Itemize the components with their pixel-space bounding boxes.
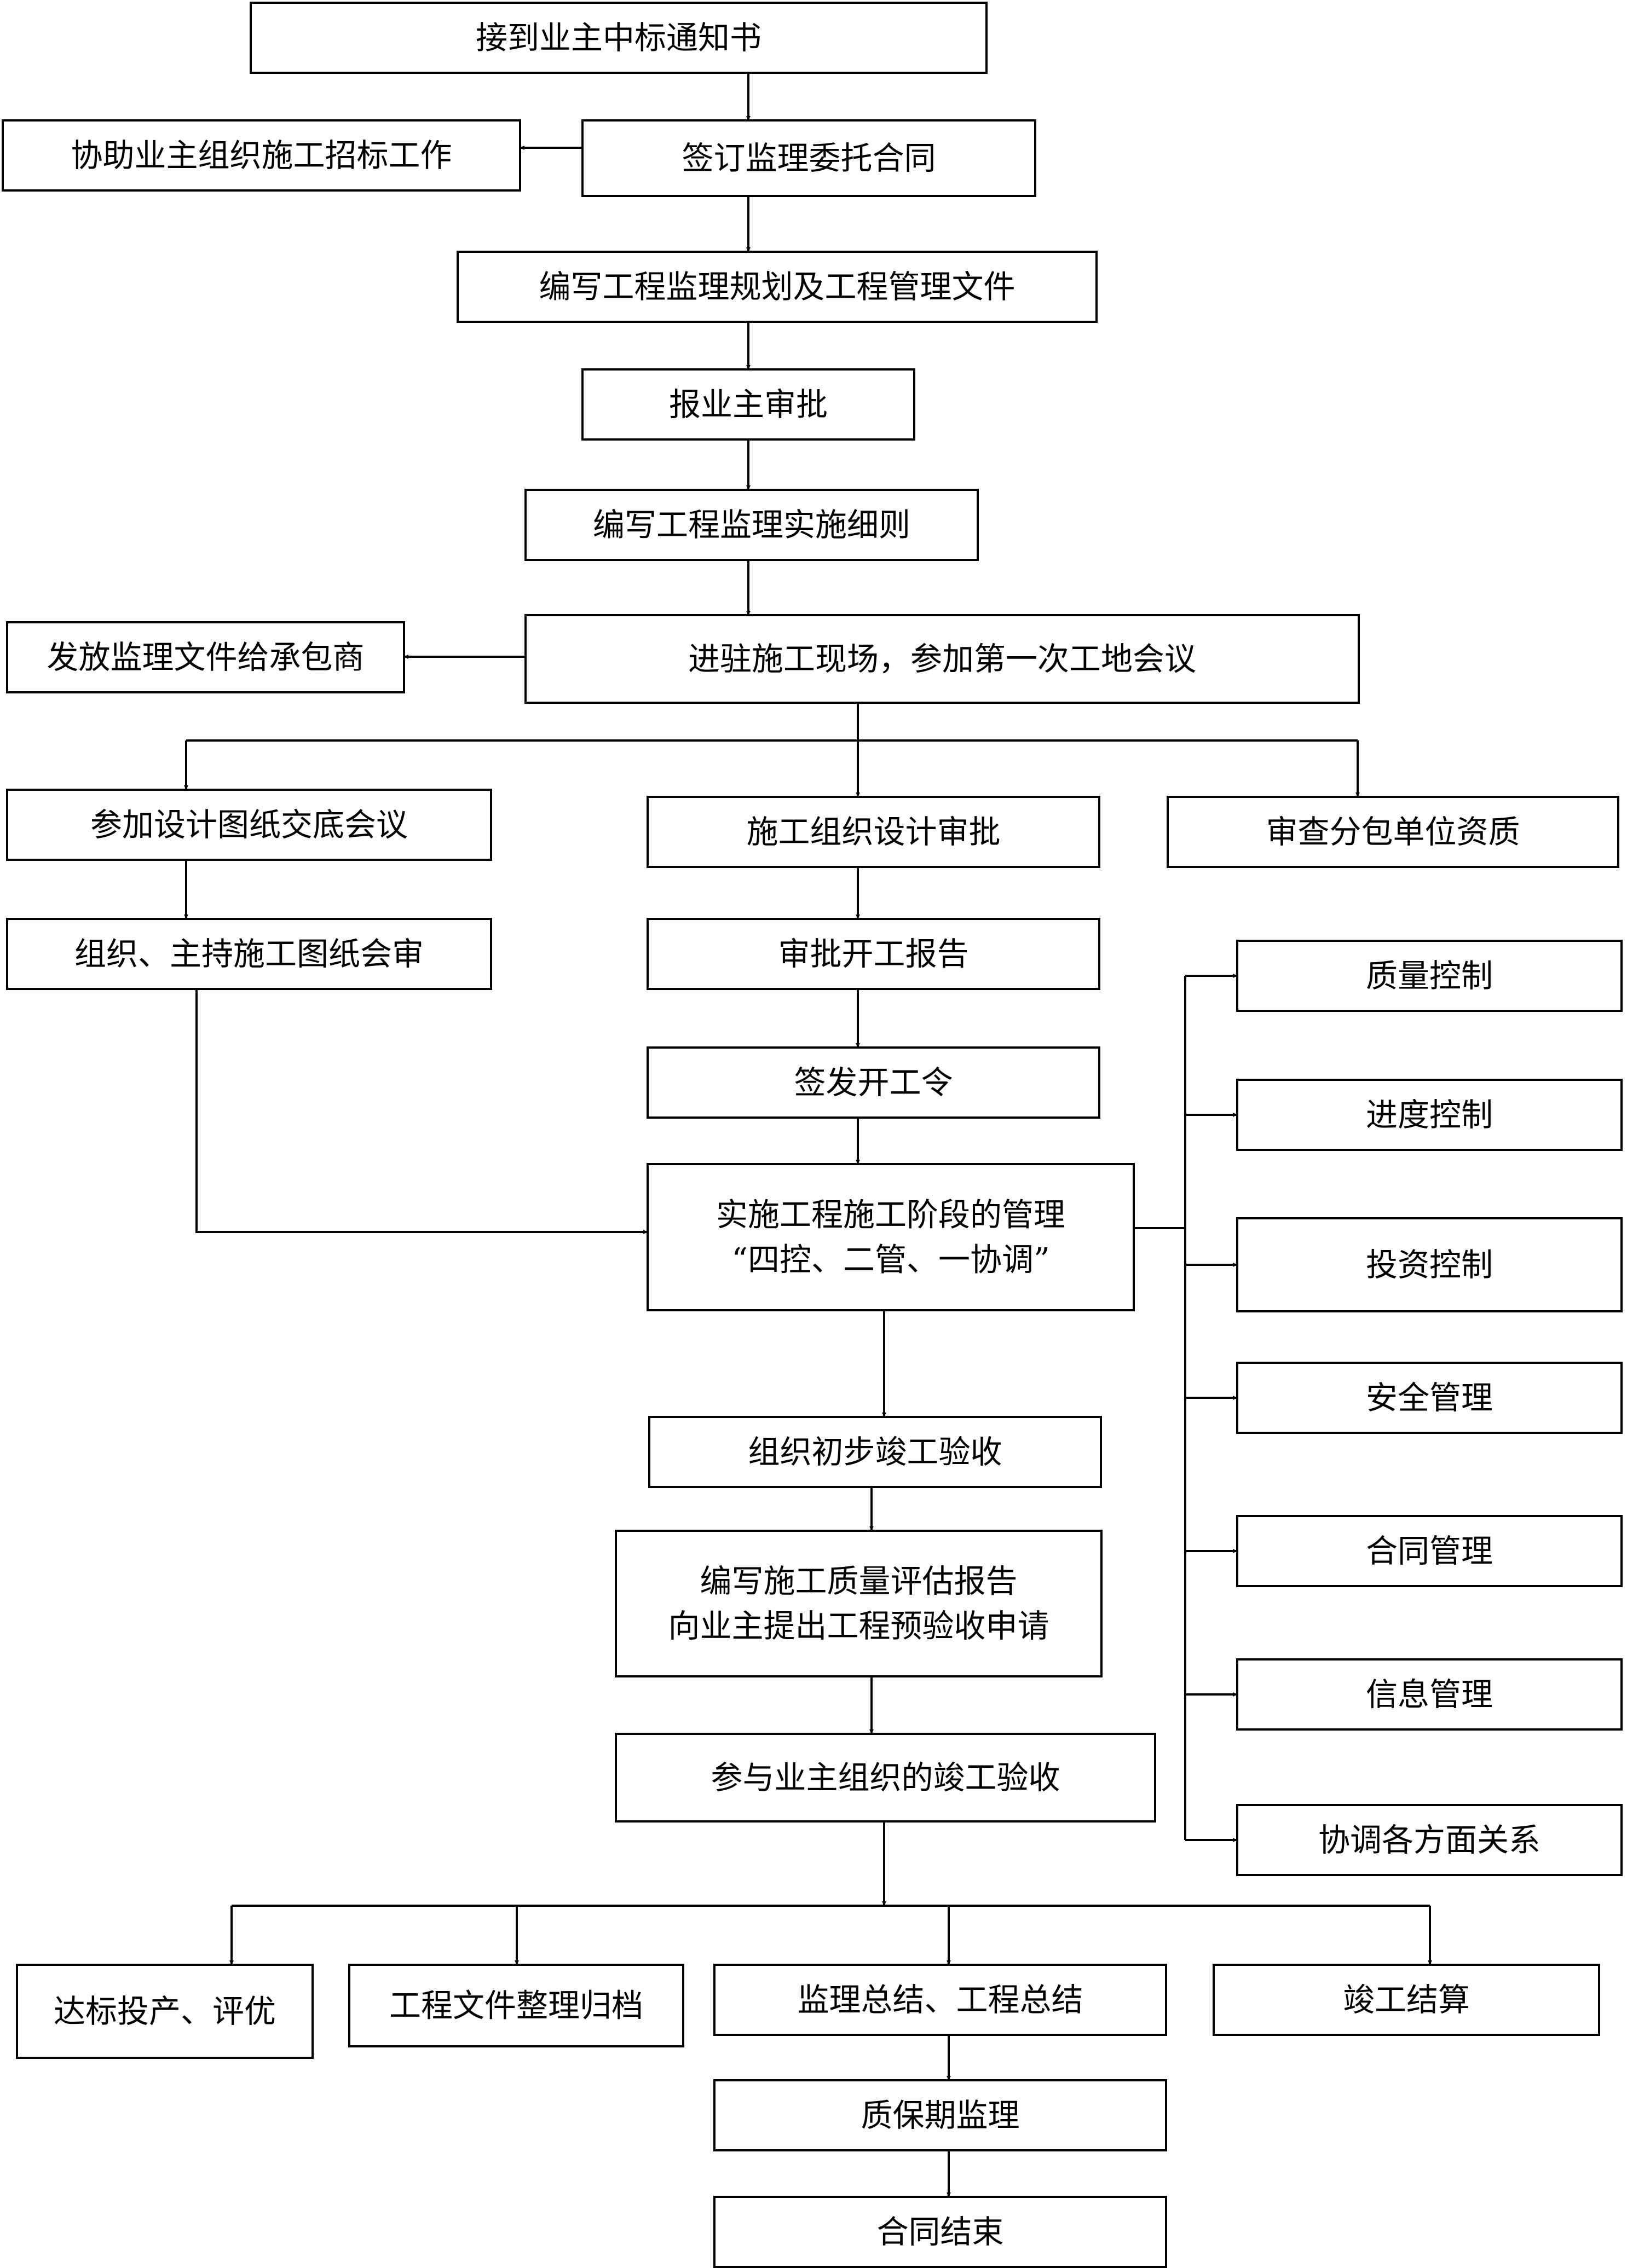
node-label: 信息管理 xyxy=(1366,1676,1493,1713)
node-manage: 实施工程施工阶段的管理 “四控、二管、一协调” xyxy=(647,1163,1135,1311)
node-label: 施工组织设计审批 xyxy=(746,813,1000,850)
node-design-mtg: 参加设计图纸交底会议 xyxy=(6,789,492,861)
node-start-rep: 审批开工报告 xyxy=(647,918,1100,990)
node-box xyxy=(1236,940,1623,1012)
node-box xyxy=(348,1964,684,2047)
node-label: “四控、二管、一协调” xyxy=(731,1241,1049,1278)
node-box xyxy=(647,1163,1135,1311)
node-box xyxy=(1236,1515,1623,1587)
node-box xyxy=(6,918,492,990)
node-drawing-rev: 组织、主持施工图纸会审 xyxy=(6,918,492,990)
node-box xyxy=(6,789,492,861)
node-box xyxy=(1236,1804,1623,1876)
node-box xyxy=(615,1530,1103,1677)
node-warranty: 质保期监理 xyxy=(713,2079,1167,2151)
node-box xyxy=(1167,796,1619,868)
node-box xyxy=(647,1046,1100,1119)
node-box xyxy=(1236,1362,1623,1434)
node-label: 组织初步竣工验收 xyxy=(748,1433,1002,1471)
node-distribute: 发放监理文件给承包商 xyxy=(6,621,405,693)
node-label: 实施工程施工阶段的管理 xyxy=(716,1196,1065,1234)
node-box xyxy=(615,1733,1156,1822)
node-label: 竣工结算 xyxy=(1343,1981,1470,2018)
node-box xyxy=(713,2196,1167,2268)
node-box xyxy=(713,2079,1167,2151)
node-box xyxy=(647,918,1100,990)
node-box xyxy=(2,119,521,192)
node-plan: 编写工程监理规划及工程管理文件 xyxy=(457,251,1098,323)
node-label: 进度控制 xyxy=(1366,1096,1493,1133)
node-label: 编写工程监理实施细则 xyxy=(593,506,910,543)
node-box xyxy=(1236,1658,1623,1731)
node-label: 审查分包单位资质 xyxy=(1266,813,1520,850)
node-label: 合同结束 xyxy=(876,2213,1003,2250)
node-box xyxy=(524,489,979,561)
node-label: 投资控制 xyxy=(1366,1246,1493,1283)
node-box xyxy=(1213,1964,1600,2036)
node-label: 合同管理 xyxy=(1366,1532,1493,1570)
node-label: 安全管理 xyxy=(1366,1379,1493,1416)
node-notice: 接到业主中标通知书 xyxy=(250,2,988,74)
node-label: 审批开工报告 xyxy=(778,935,968,973)
node-approve: 报业主审批 xyxy=(581,368,915,441)
node-box xyxy=(1236,1217,1623,1312)
node-invest: 投资控制 xyxy=(1236,1217,1623,1312)
node-safety: 安全管理 xyxy=(1236,1362,1623,1434)
node-label: 参与业主组织的竣工验收 xyxy=(711,1759,1060,1796)
node-label: 工程文件整理归档 xyxy=(389,1987,643,2024)
node-sub-qual: 审查分包单位资质 xyxy=(1167,796,1619,868)
node-box xyxy=(581,368,915,441)
node-summary: 监理总结、工程总结 xyxy=(713,1964,1167,2036)
node-label: 编写工程监理规划及工程管理文件 xyxy=(539,268,1015,305)
node-info: 信息管理 xyxy=(1236,1658,1623,1731)
node-coord: 协调各方面关系 xyxy=(1236,1804,1623,1876)
node-label: 编写施工质量评估报告 xyxy=(700,1563,1017,1600)
node-label: 协助业主组织施工招标工作 xyxy=(71,137,452,174)
node-start-order: 签发开工令 xyxy=(647,1046,1100,1119)
node-assist: 协助业主组织施工招标工作 xyxy=(2,119,521,192)
node-box xyxy=(250,2,988,74)
node-label: 签发开工令 xyxy=(794,1064,953,1101)
node-contract-m: 合同管理 xyxy=(1236,1515,1623,1587)
node-label: 协调各方面关系 xyxy=(1318,1821,1541,1859)
node-label: 监理总结、工程总结 xyxy=(797,1981,1083,2018)
node-quality: 质量控制 xyxy=(1236,940,1623,1012)
node-end: 合同结束 xyxy=(713,2196,1167,2268)
node-final: 参与业主组织的竣工验收 xyxy=(615,1733,1156,1822)
node-label: 进驻施工现场，参加第一次工地会议 xyxy=(688,640,1196,678)
node-label: 报业主审批 xyxy=(669,386,828,423)
node-box xyxy=(1236,1079,1623,1151)
node-box xyxy=(713,1964,1167,2036)
node-box xyxy=(648,1416,1102,1488)
node-label: 接到业主中标通知书 xyxy=(476,19,761,56)
node-box xyxy=(524,614,1360,704)
node-label: 签订监理委托合同 xyxy=(682,140,936,177)
node-label: 质量控制 xyxy=(1366,957,1493,994)
node-label: 组织、主持施工图纸会审 xyxy=(74,935,424,973)
node-enter: 进驻施工现场，参加第一次工地会议 xyxy=(524,614,1360,704)
node-contract: 签订监理委托合同 xyxy=(581,119,1036,197)
node-box xyxy=(16,1964,314,2059)
node-box xyxy=(581,119,1036,197)
node-archive: 工程文件整理归档 xyxy=(348,1964,684,2047)
arrow-connector xyxy=(195,989,648,1234)
node-settlement: 竣工结算 xyxy=(1213,1964,1600,2036)
node-standard: 达标投产、评优 xyxy=(16,1964,314,2059)
node-progress: 进度控制 xyxy=(1236,1079,1623,1151)
node-rules: 编写工程监理实施细则 xyxy=(524,489,979,561)
node-label: 达标投产、评优 xyxy=(54,1993,276,2030)
node-box xyxy=(457,251,1098,323)
node-label: 质保期监理 xyxy=(861,2097,1019,2134)
node-label: 发放监理文件给承包商 xyxy=(47,639,364,676)
node-box xyxy=(647,796,1100,868)
node-label: 参加设计图纸交底会议 xyxy=(90,806,408,843)
node-label: 向业主提出工程预验收申请 xyxy=(668,1607,1049,1645)
node-org-design: 施工组织设计审批 xyxy=(647,796,1100,868)
node-box xyxy=(6,621,405,693)
node-prelim: 组织初步竣工验收 xyxy=(648,1416,1102,1488)
